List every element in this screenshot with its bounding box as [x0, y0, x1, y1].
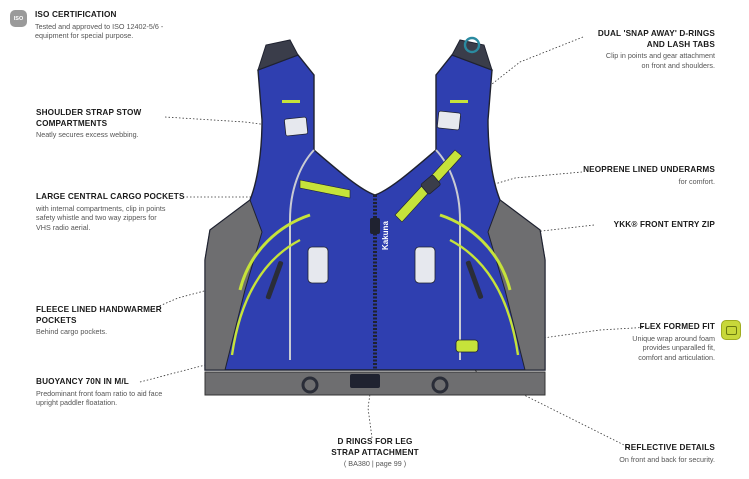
callout-title: REFLECTIVE DETAILS: [624, 443, 715, 452]
callout-desc: Neatly secures excess webbing.: [36, 130, 139, 139]
leader-neoprene: [487, 171, 583, 187]
callout-title: NEOPRENE LINED UNDERARMS: [583, 165, 715, 174]
callout-title: SHOULDER STRAP STOW: [36, 108, 142, 117]
callout-title: LARGE CENTRAL CARGO POCKETS: [36, 192, 185, 201]
callout-neoprene-underarms: NEOPRENE LINED UNDERARMS for comfort.: [545, 165, 715, 186]
right-stow-patch: [436, 110, 461, 131]
left-stow-patch: [284, 116, 309, 137]
callout-title: D RINGS FOR LEG: [337, 437, 413, 446]
callout-desc: Tested and approved to ISO 12402-5/6 -: [35, 21, 164, 31]
callout-flex-formed-fit: FLEX FORMED FIT Unique wrap around foam …: [545, 322, 715, 362]
left-shoulder-lime-tab: [282, 100, 300, 103]
callout-desc: ( BA380 | page 99 ): [343, 459, 407, 468]
callout-fleece-pockets: FLEECE LINED HANDWARMER POCKETS Behind c…: [36, 305, 206, 337]
callout-title: AND LASH TABS: [646, 39, 715, 49]
callout-desc: Behind cargo pockets.: [36, 327, 108, 336]
right-pocket-piping: [439, 213, 512, 291]
callout-title: ISO CERTIFICATION: [35, 10, 117, 19]
left-leg-d-ring: [301, 376, 319, 394]
callout-snap-away-d-rings: DUAL 'SNAP AWAY' D-RINGS AND LASH TABS C…: [545, 29, 715, 70]
callout-desc: Unique wrap around foam: [632, 333, 715, 343]
callout-desc: for comfort.: [678, 176, 715, 186]
left-pocket-piping: [238, 213, 311, 291]
callout-desc: provides unparalled fit,: [642, 343, 715, 353]
callout-desc: Predominant front foam ratio to aid face: [36, 388, 163, 398]
right-shoulder-lime-tab: [450, 100, 468, 103]
callout-desc: On front and back for security.: [619, 454, 715, 464]
callout-title: DUAL 'SNAP AWAY' D-RINGS: [597, 29, 715, 38]
right-shoulder-strap: [451, 39, 493, 71]
right-reflective-patch: [414, 246, 436, 284]
neoprene-buckle: [420, 174, 441, 195]
callout-title: POCKETS: [36, 315, 77, 325]
callout-desc: with internal compartments, clip in poin…: [36, 203, 166, 213]
reflective-piping-right: [435, 149, 461, 360]
right-leg-d-ring: [431, 376, 449, 394]
callout-title: YKK® FRONT ENTRY ZIP: [613, 220, 715, 229]
callout-title: FLEECE LINED HANDWARMER: [36, 305, 162, 314]
callout-desc: VHS radio aerial.: [36, 222, 91, 232]
callout-cargo-pockets: LARGE CENTRAL CARGO POCKETS with interna…: [36, 192, 216, 232]
waist-buckle: [350, 374, 380, 388]
callout-leg-d-rings: D RINGS FOR LEG STRAP ATTACHMENT ( BA380…: [300, 437, 450, 469]
callout-title: COMPARTMENTS: [36, 118, 108, 128]
callout-title: BUOYANCY 70N IN M/L: [36, 377, 129, 386]
callout-desc: Clip in points and gear attachment: [605, 51, 715, 60]
callout-title: FLEX FORMED FIT: [639, 322, 715, 331]
leader-flex: [499, 326, 651, 345]
callout-desc: comfort and articulation.: [638, 352, 715, 362]
flex-fit-tab: [455, 339, 479, 353]
left-chest-strap: [299, 179, 351, 199]
callout-desc: upright paddler floatation.: [36, 398, 118, 408]
callout-desc: on front and shoulders.: [641, 60, 715, 70]
callout-title: STRAP ATTACHMENT: [331, 447, 419, 457]
right-pocket-piping-2: [449, 238, 520, 356]
left-pocket-piping-2: [230, 238, 301, 356]
leader-snap: [477, 36, 584, 96]
callout-ykk-zip: YKK® FRONT ENTRY ZIP: [545, 220, 715, 231]
left-reflective-patch: [307, 246, 329, 284]
callout-iso-certification: ISO CERTIFICATION Tested and approved to…: [35, 10, 245, 41]
callout-desc: equipment for special purpose.: [35, 31, 134, 41]
right-zip-pull: [465, 260, 484, 299]
left-zip-pull: [265, 261, 284, 300]
top-d-ring: [463, 36, 481, 54]
left-shoulder-strap: [257, 39, 299, 71]
vest-brand-label: Kakuna: [381, 221, 390, 250]
reflective-piping-left: [289, 149, 315, 360]
callout-reflective-details: REFLECTIVE DETAILS On front and back for…: [545, 443, 715, 464]
callout-shoulder-strap: SHOULDER STRAP STOW COMPARTMENTS Neatly …: [36, 108, 206, 140]
iso-badge-icon: ISO: [10, 10, 27, 27]
callout-desc: safety whistle and two way zippers for: [36, 213, 157, 223]
flex-fit-icon: [721, 320, 741, 340]
callout-buoyancy: BUOYANCY 70N IN M/L Predominant front fo…: [36, 377, 216, 408]
zip-puller: [370, 218, 380, 234]
